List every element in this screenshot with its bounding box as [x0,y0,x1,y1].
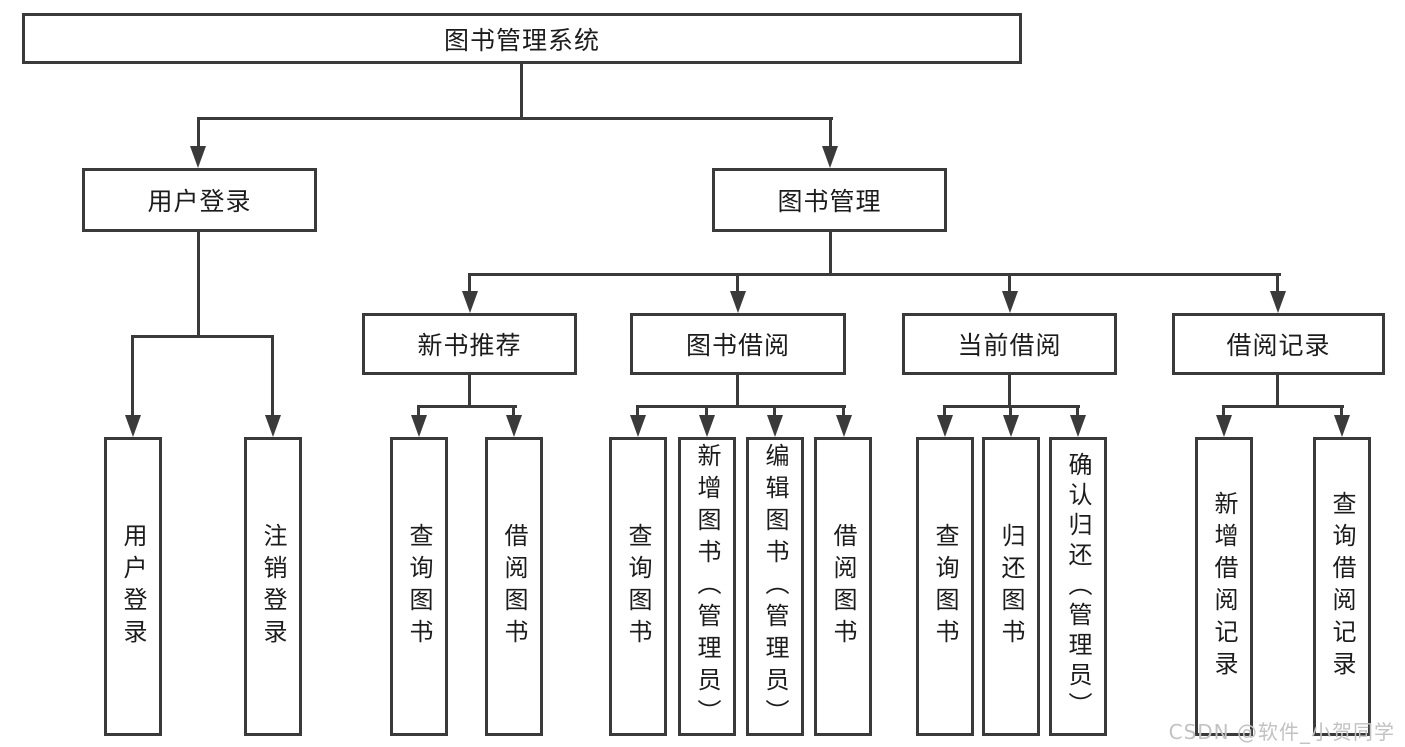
connector-line [1008,273,1011,293]
node-book-management: 图书管理 [712,168,947,232]
node-current-borrow: 当前借阅 [902,313,1117,375]
arrow-down-icon [630,415,646,437]
arrow-down-icon [730,291,746,313]
leaf-label: 借阅图书 [829,522,857,651]
arrow-down-icon [937,415,953,437]
connector-line [1276,273,1279,293]
node-new-book-recommend: 新书推荐 [362,313,577,375]
connector-line [520,64,523,117]
connector-line [271,335,274,419]
connector-line [1009,405,1012,417]
leaf-bb-query-books: 查询图书 [609,437,667,736]
leaf-br-query-record: 查询借阅记录 [1313,437,1371,736]
leaf-label: 新增借阅记录 [1210,490,1238,683]
arrow-down-icon [767,415,783,437]
connector-line [512,405,515,417]
connector-line [1076,405,1079,417]
connector-line [842,405,845,417]
leaf-label: 借阅图书 [500,522,528,651]
connector-line [736,375,739,405]
connector-line [705,405,708,417]
arrow-down-icon [822,146,838,168]
arrow-down-icon [265,415,281,437]
connector-line [1276,375,1279,405]
leaf-bb-borrow-books: 借阅图书 [814,437,872,736]
connector-line [197,117,833,120]
connector-line [417,405,420,417]
node-borrow-records: 借阅记录 [1172,313,1385,375]
arrow-down-icon [1334,415,1350,437]
connector-line [636,405,846,408]
connector-line [736,273,739,293]
arrow-down-icon [836,415,852,437]
node-user-login: 用户登录 [82,168,317,232]
arrow-down-icon [1270,291,1286,313]
leaf-cb-confirm-return-admin: 确认归还（管理员） [1049,437,1107,736]
connector-line [1222,405,1344,408]
connector-line [468,375,471,405]
arrow-down-icon [1002,291,1018,313]
connector-line [417,405,517,408]
arrow-down-icon [462,291,478,313]
leaf-label: 用户登录 [119,522,147,651]
connector-line [943,405,946,417]
connector-line [197,232,200,335]
connector-line [131,335,274,338]
leaf-logout: 注销登录 [244,437,302,736]
leaf-label: 注销登录 [259,522,287,651]
leaf-label: 查询借阅记录 [1328,490,1356,683]
node-book-borrow: 图书借阅 [630,313,846,375]
leaf-nb-borrow-books: 借阅图书 [485,437,543,736]
leaf-bb-edit-books-admin: 编辑图书（管理员） [746,437,804,736]
connector-line [1008,375,1011,405]
connector-line [197,117,200,150]
watermark: CSDN @软件_小贺同学 [1168,720,1395,744]
arrow-down-icon [190,146,206,168]
leaf-label: 查询图书 [931,522,959,651]
leaf-label: 归还图书 [997,522,1025,651]
leaf-br-add-record: 新增借阅记录 [1195,437,1253,736]
arrow-down-icon [699,415,715,437]
leaf-label: 查询图书 [624,522,652,651]
leaf-cb-return-books: 归还图书 [982,437,1040,736]
connector-line [468,273,1281,276]
arrow-down-icon [1070,415,1086,437]
connector-line [131,335,134,419]
leaf-cb-query-books: 查询图书 [916,437,974,736]
connector-line [636,405,639,417]
connector-line [468,273,471,293]
connector-line [829,117,832,150]
arrow-down-icon [411,415,427,437]
leaf-nb-query-books: 查询图书 [390,437,448,736]
connector-line [829,232,832,273]
leaf-bb-add-books-admin: 新增图书（管理员） [678,437,736,736]
arrow-down-icon [506,415,522,437]
arrow-down-icon [125,415,141,437]
leaf-label: 查询图书 [405,522,433,651]
connector-line [1222,405,1225,417]
connector-line [1340,405,1343,417]
leaf-label: 确认归还（管理员） [1064,451,1092,722]
arrow-down-icon [1003,415,1019,437]
leaf-label: 编辑图书（管理员） [761,442,789,731]
arrow-down-icon [1216,415,1232,437]
connector-line [773,405,776,417]
leaf-user-login: 用户登录 [104,437,162,736]
node-library-system: 图书管理系统 [22,13,1022,64]
leaf-label: 新增图书（管理员） [693,442,721,731]
